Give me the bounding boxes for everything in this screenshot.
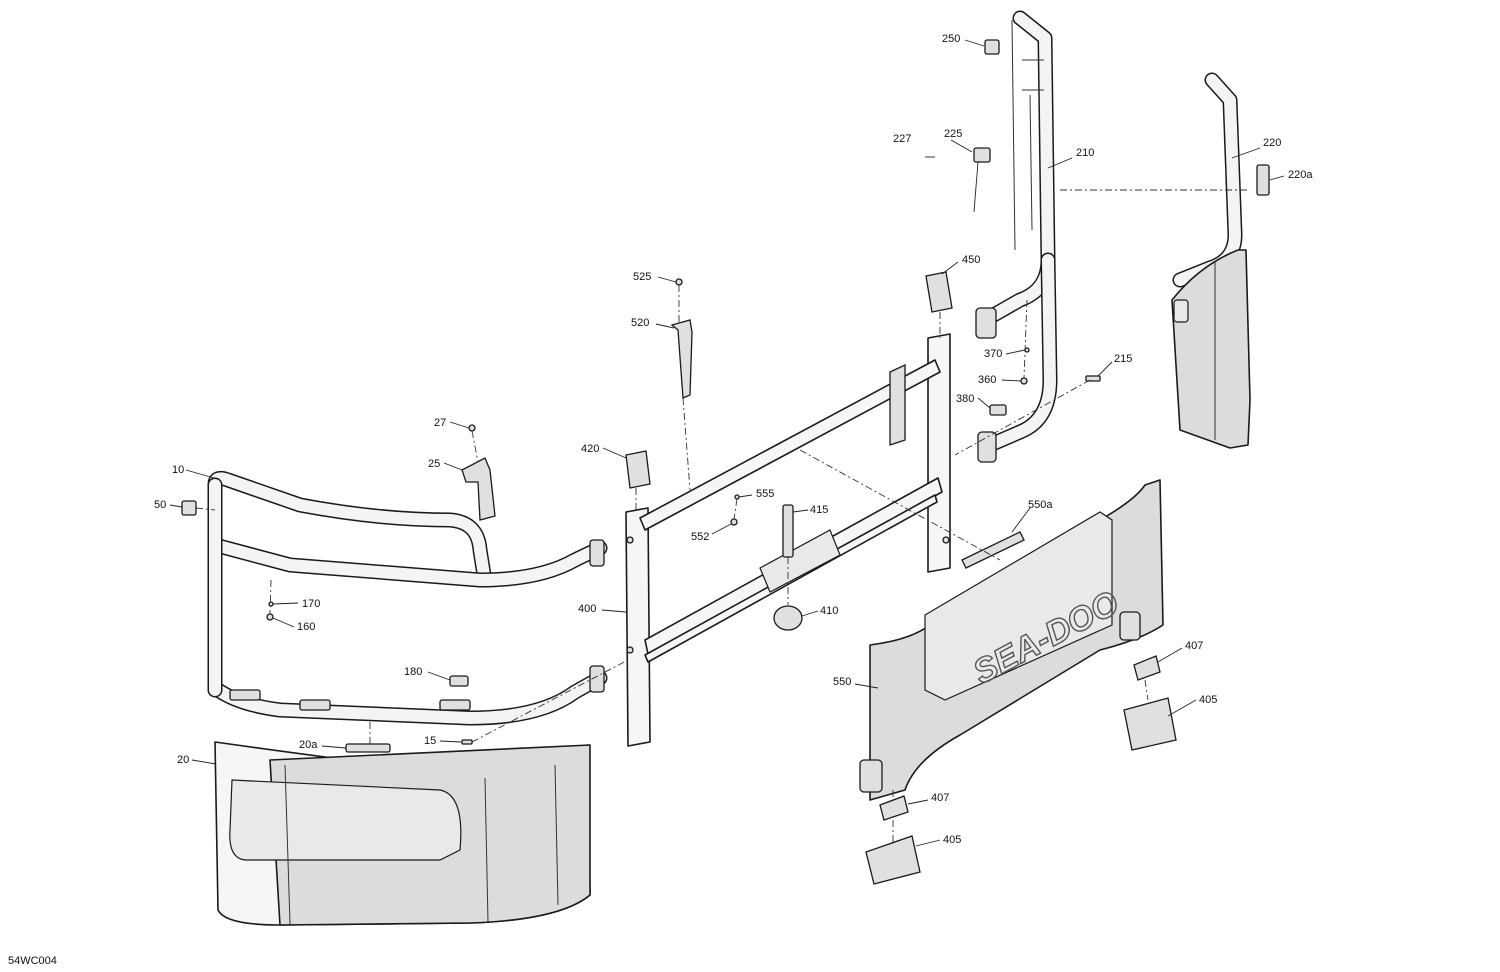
callout-420: 420 bbox=[581, 443, 599, 455]
callout-160: 160 bbox=[297, 621, 315, 633]
part-160 bbox=[266, 613, 274, 621]
callout-415: 415 bbox=[810, 504, 828, 516]
callout-227: 227 bbox=[893, 133, 911, 145]
callout-220a: 220a bbox=[1288, 169, 1313, 181]
part-525 bbox=[675, 278, 683, 286]
part-180 bbox=[449, 675, 469, 687]
assembly-lines bbox=[195, 189, 1250, 842]
callout-380: 380 bbox=[956, 393, 974, 405]
callout-405a: 405 bbox=[1199, 694, 1217, 706]
part-210-rear-handle bbox=[975, 10, 1058, 463]
part-50 bbox=[181, 500, 197, 516]
part-360 bbox=[1020, 377, 1028, 385]
callout-15: 15 bbox=[424, 735, 436, 747]
part-170 bbox=[268, 601, 274, 607]
callout-407b: 407 bbox=[931, 792, 949, 804]
part-550-side-panel: SEA-DOO bbox=[859, 479, 1164, 801]
part-405-upper bbox=[1123, 697, 1177, 751]
callout-370: 370 bbox=[984, 348, 1002, 360]
part-415 bbox=[782, 504, 794, 558]
part-27 bbox=[468, 424, 476, 432]
callout-405b: 405 bbox=[943, 834, 961, 846]
part-400-main-frame bbox=[625, 333, 951, 747]
callout-25: 25 bbox=[428, 458, 440, 470]
part-250 bbox=[984, 39, 1000, 55]
part-420 bbox=[625, 450, 651, 489]
part-405-lower bbox=[865, 835, 921, 885]
callout-170: 170 bbox=[302, 598, 320, 610]
callout-520: 520 bbox=[631, 317, 649, 329]
callout-215: 215 bbox=[1114, 353, 1132, 365]
callout-550: 550 bbox=[833, 676, 851, 688]
callout-360: 360 bbox=[978, 374, 996, 386]
callout-10: 10 bbox=[172, 464, 184, 476]
callout-50: 50 bbox=[154, 499, 166, 511]
part-215 bbox=[1085, 375, 1101, 382]
callout-225: 225 bbox=[944, 128, 962, 140]
callout-525: 525 bbox=[633, 271, 651, 283]
callout-410: 410 bbox=[820, 605, 838, 617]
callout-180: 180 bbox=[404, 666, 422, 678]
callout-450: 450 bbox=[962, 254, 980, 266]
callout-20: 20 bbox=[177, 754, 189, 766]
part-20-front-panel bbox=[214, 741, 591, 926]
callout-555: 555 bbox=[756, 488, 774, 500]
callout-550a: 550a bbox=[1028, 499, 1053, 511]
part-450 bbox=[925, 271, 953, 313]
part-15 bbox=[461, 739, 473, 745]
leader-lines bbox=[169, 39, 1285, 847]
part-555 bbox=[734, 494, 740, 500]
callout-27: 27 bbox=[434, 417, 446, 429]
part-220-rear-corner-panel bbox=[1171, 72, 1270, 449]
callout-407a: 407 bbox=[1185, 640, 1203, 652]
part-225 bbox=[973, 147, 991, 163]
part-407-upper bbox=[1133, 655, 1161, 681]
part-552 bbox=[730, 518, 738, 526]
part-410 bbox=[773, 605, 803, 631]
callout-20a: 20a bbox=[299, 739, 318, 751]
part-370 bbox=[1024, 347, 1030, 353]
callout-labels: 250 227 225 210 220 220a 525 450 520 370… bbox=[154, 33, 1313, 846]
part-10-front-bumper bbox=[207, 470, 608, 726]
callout-552: 552 bbox=[691, 531, 709, 543]
part-25 bbox=[461, 457, 496, 521]
callout-400: 400 bbox=[578, 603, 596, 615]
diagram-code: 54WC004 bbox=[8, 955, 57, 967]
part-407-lower bbox=[879, 795, 909, 821]
callout-220: 220 bbox=[1263, 137, 1281, 149]
small-parts bbox=[181, 39, 1177, 885]
callout-210: 210 bbox=[1076, 147, 1094, 159]
callout-250: 250 bbox=[942, 33, 960, 45]
part-380 bbox=[989, 404, 1007, 416]
part-520 bbox=[670, 319, 693, 399]
